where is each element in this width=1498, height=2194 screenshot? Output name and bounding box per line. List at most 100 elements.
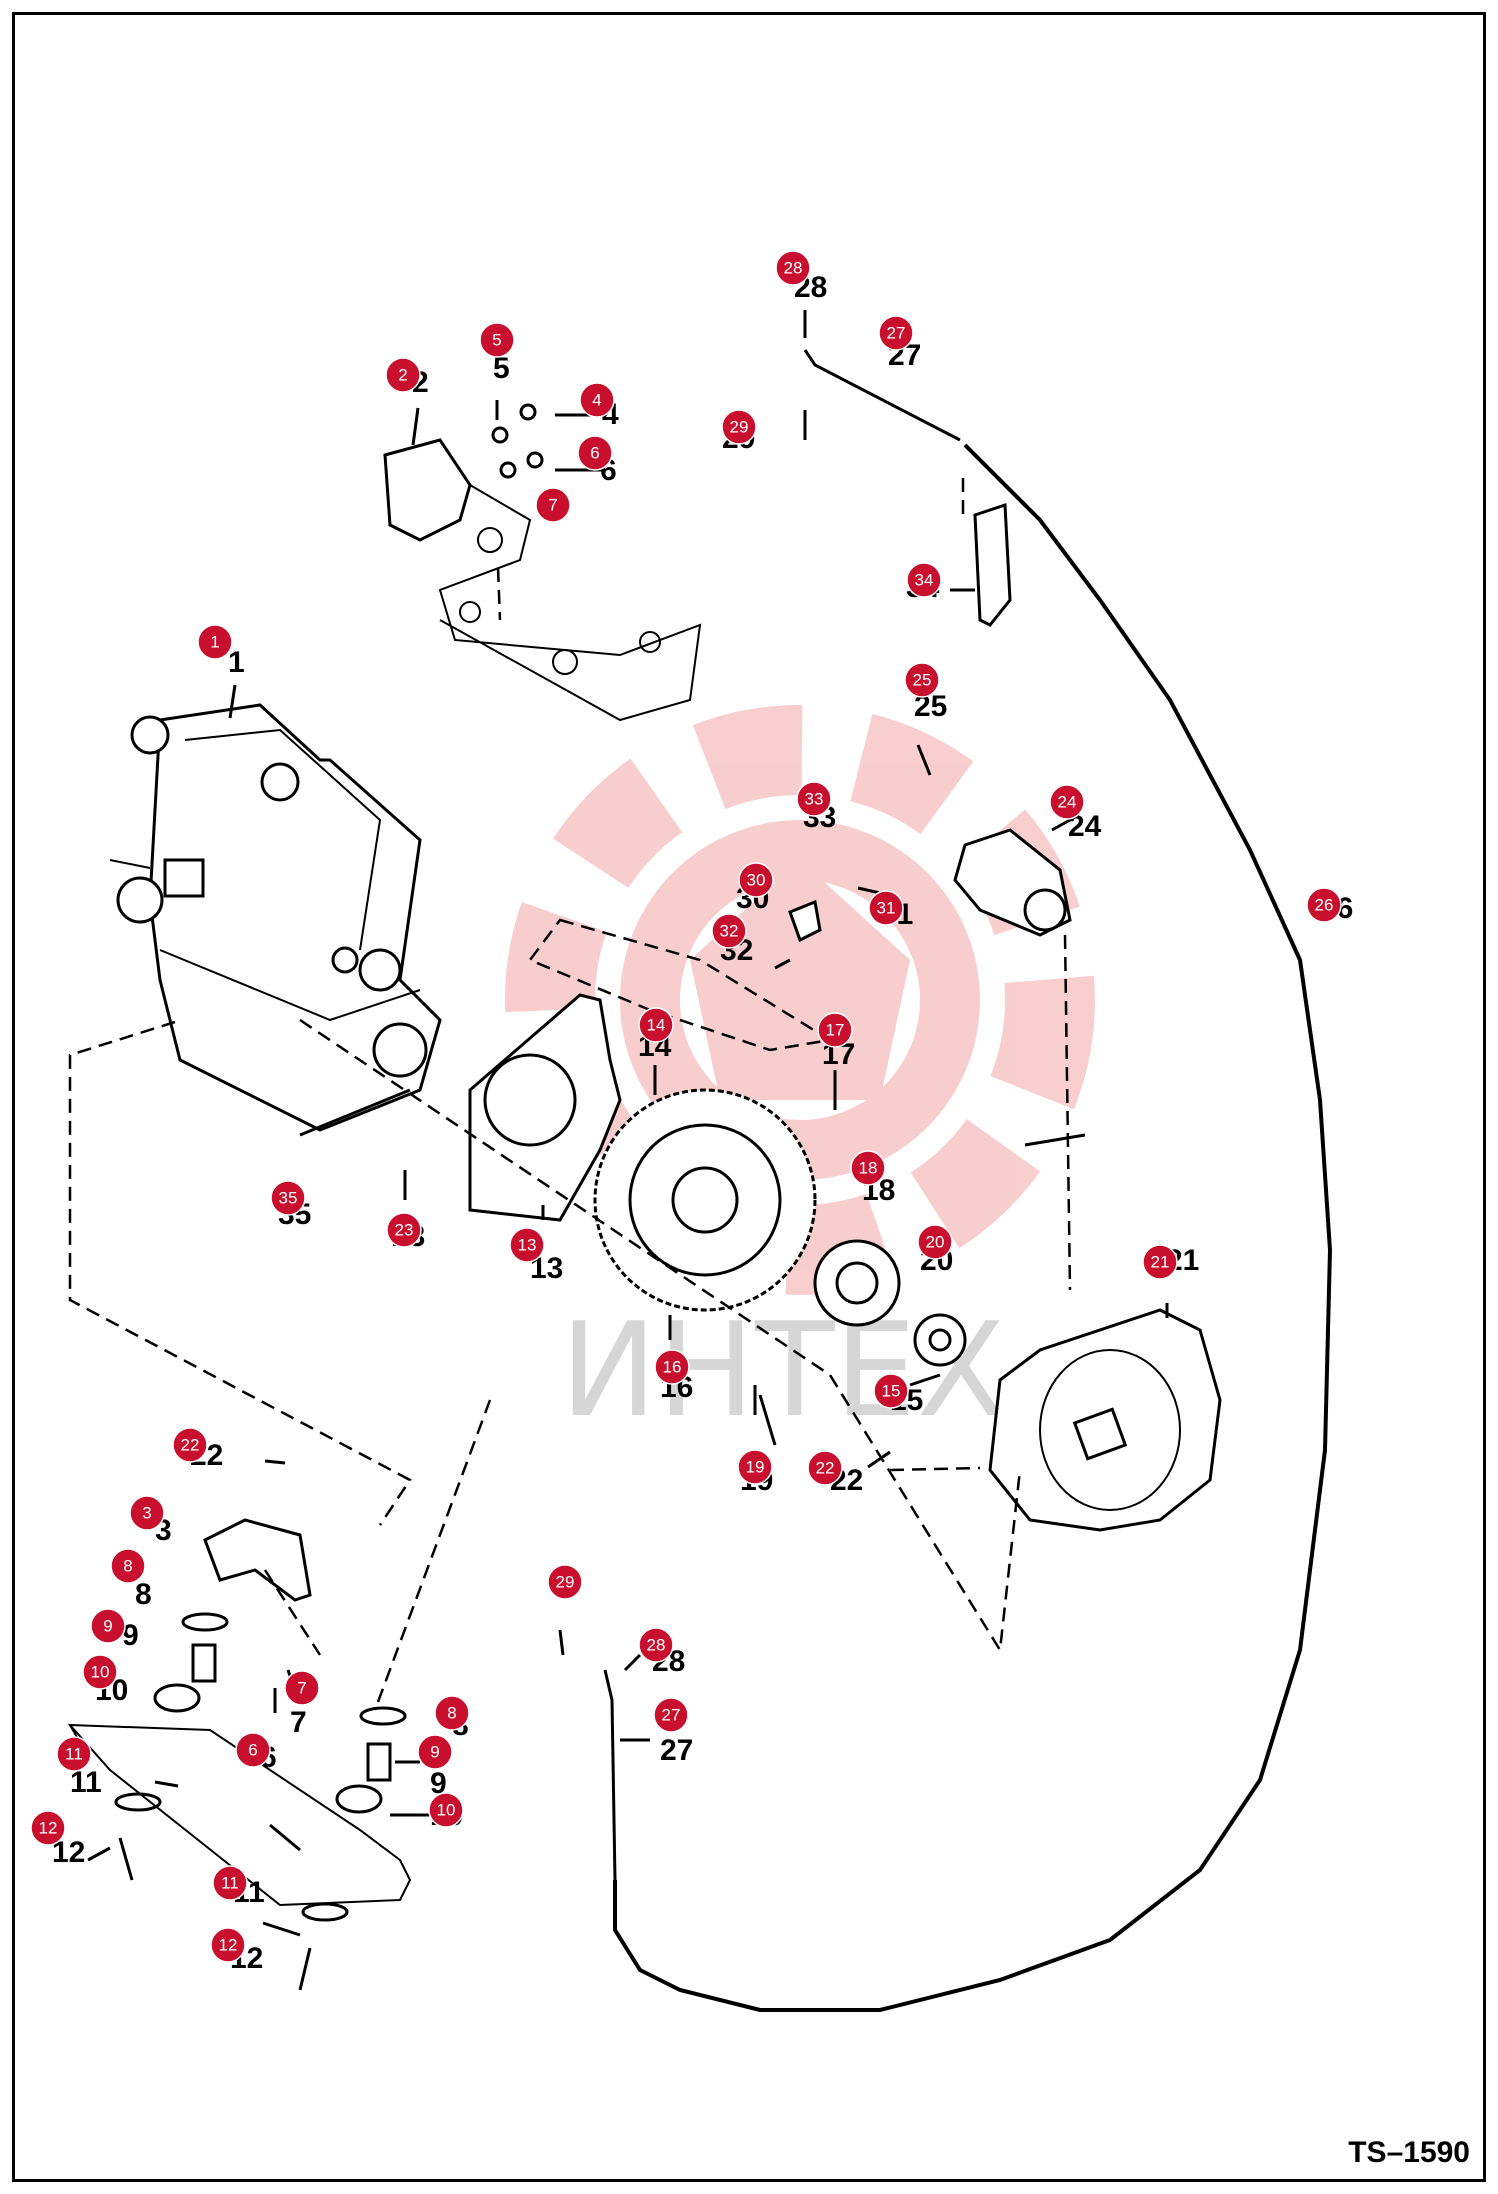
callout-marker[interactable]: 28 [638,1627,674,1663]
svg-text:22: 22 [181,1436,200,1455]
callout-marker[interactable]: 26 [1306,887,1342,923]
svg-text:21: 21 [1151,1253,1170,1272]
dashed-leader-lines [68,478,1072,1711]
part-label: 5 [493,352,510,385]
callout-marker[interactable]: 18 [850,1150,886,1186]
svg-text:15: 15 [882,1382,901,1401]
svg-text:1: 1 [210,633,219,652]
callout-marker[interactable]: 7 [284,1670,320,1706]
engine-mount-bracket-upper [383,438,702,722]
solenoid-valve [953,828,1072,937]
callout-marker[interactable]: 28 [775,250,811,286]
svg-text:22: 22 [816,1459,835,1478]
callout-marker[interactable]: 17 [817,1012,853,1048]
callout-marker[interactable]: 24 [1049,784,1085,820]
callout-marker[interactable]: 6 [577,435,613,471]
callout-marker[interactable]: 27 [653,1697,689,1733]
callout-marker[interactable]: 22 [807,1450,843,1486]
pilot-bearing [813,1239,901,1327]
bolt-group-upper [491,403,544,479]
svg-text:27: 27 [662,1706,681,1725]
svg-text:6: 6 [248,1741,257,1760]
callout-marker[interactable]: 16 [654,1349,690,1385]
svg-text:26: 26 [1315,896,1334,915]
callout-marker[interactable]: 7 [535,487,571,523]
callout-marker[interactable]: 10 [82,1654,118,1690]
callout-marker[interactable]: 14 [638,1007,674,1043]
svg-text:20: 20 [926,1233,945,1252]
cable-end-lower [603,1669,617,1881]
callout-marker[interactable]: 13 [509,1227,545,1263]
svg-text:12: 12 [39,1819,58,1838]
engine-block [109,703,442,1132]
svg-text:4: 4 [592,391,601,410]
callout-marker[interactable]: 29 [721,409,757,445]
cable-bracket [973,502,1012,627]
callout-marker[interactable]: 12 [210,1927,246,1963]
callout-marker[interactable]: 11 [56,1736,92,1772]
callout-marker[interactable]: 10 [428,1792,464,1828]
svg-text:6: 6 [590,444,599,463]
callout-marker[interactable]: 11 [212,1865,248,1901]
svg-text:35: 35 [279,1189,298,1208]
callout-marker[interactable]: 4 [579,382,615,418]
drawing-frame [12,12,1486,2182]
linkage-bracket [788,899,822,943]
callout-marker[interactable]: 8 [434,1695,470,1731]
svg-text:3: 3 [142,1504,151,1523]
coupling-nut [913,1313,967,1367]
svg-text:29: 29 [556,1573,575,1592]
svg-text:32: 32 [720,922,739,941]
svg-text:10: 10 [91,1663,110,1682]
adapter-plate [468,993,622,1222]
svg-text:29: 29 [730,418,749,437]
svg-text:31: 31 [877,899,896,918]
label-leaders [87,310,1169,1937]
callout-marker[interactable]: 22 [172,1427,208,1463]
throttle-cable [613,443,1333,2012]
bellhousing [988,1308,1222,1532]
callout-marker[interactable]: 20 [917,1224,953,1260]
callout-marker[interactable]: 15 [873,1373,909,1409]
svg-text:14: 14 [647,1016,666,1035]
callout-marker[interactable]: 31 [868,890,904,926]
callout-marker[interactable]: 9 [417,1734,453,1770]
callout-marker[interactable]: 21 [1142,1244,1178,1280]
callout-marker[interactable]: 25 [904,662,940,698]
callout-marker[interactable]: 9 [90,1608,126,1644]
callout-marker[interactable]: 33 [796,781,832,817]
part-label: 8 [135,1578,152,1611]
callout-marker[interactable]: 2 [385,357,421,393]
svg-text:25: 25 [913,671,932,690]
callout-marker[interactable]: 8 [110,1548,146,1584]
callout-marker[interactable]: 12 [30,1810,66,1846]
svg-text:24: 24 [1058,793,1077,812]
callout-marker[interactable]: 5 [479,322,515,358]
callout-marker[interactable]: 19 [737,1449,773,1485]
callout-marker[interactable]: 3 [129,1495,165,1531]
callout-marker[interactable]: 23 [386,1212,422,1248]
svg-text:8: 8 [447,1704,456,1723]
svg-text:17: 17 [826,1021,845,1040]
svg-text:18: 18 [859,1159,878,1178]
svg-text:19: 19 [746,1458,765,1477]
svg-text:16: 16 [663,1358,682,1377]
callout-marker[interactable]: 32 [711,913,747,949]
callout-marker[interactable]: 34 [906,562,942,598]
svg-text:7: 7 [297,1679,306,1698]
svg-text:30: 30 [747,871,766,890]
callout-marker[interactable]: 30 [738,862,774,898]
callout-marker[interactable]: 1 [197,624,233,660]
callout-marker[interactable]: 29 [547,1564,583,1600]
lower-isolators [114,1612,407,1991]
svg-text:9: 9 [103,1617,112,1636]
svg-text:28: 28 [647,1636,666,1655]
callout-marker[interactable]: 6 [235,1732,271,1768]
callout-marker[interactable]: 27 [878,315,914,351]
svg-text:2: 2 [398,366,407,385]
svg-text:13: 13 [518,1236,537,1255]
svg-text:23: 23 [395,1221,414,1240]
svg-text:33: 33 [805,790,824,809]
callout-marker[interactable]: 35 [270,1180,306,1216]
svg-text:11: 11 [221,1874,239,1893]
